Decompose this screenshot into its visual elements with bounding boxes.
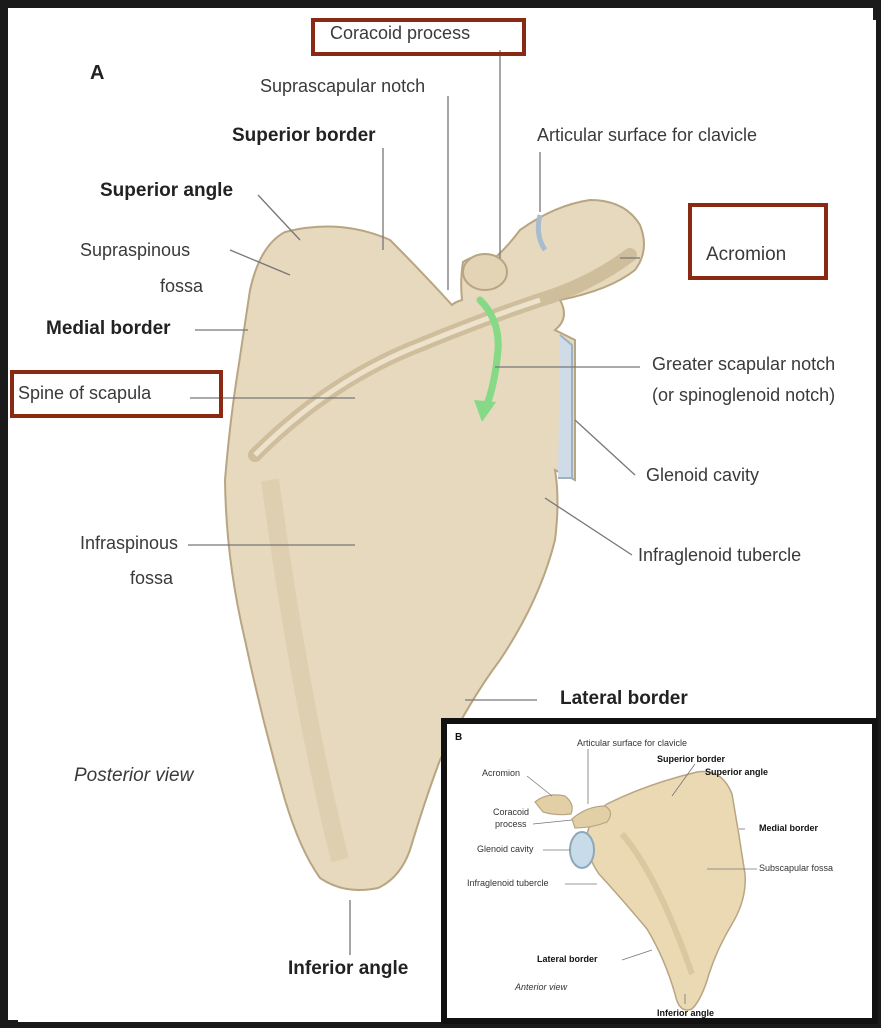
b-label-medial-border: Medial border bbox=[759, 823, 818, 833]
b-label-inferior-angle: Inferior angle bbox=[657, 1008, 714, 1018]
b-label-articular-surface: Articular surface for clavicle bbox=[577, 738, 687, 748]
highlight-box-spine bbox=[10, 370, 223, 418]
b-label-coracoid-1: Coracoid bbox=[493, 807, 529, 817]
label-infraspinous-1: Infraspinous bbox=[80, 533, 178, 554]
label-articular-surface: Articular surface for clavicle bbox=[537, 125, 757, 146]
label-inferior-angle: Inferior angle bbox=[288, 958, 408, 980]
panel-b-letter: B bbox=[455, 732, 462, 743]
b-label-glenoid-cavity: Glenoid cavity bbox=[477, 844, 534, 854]
label-posterior-view: Posterior view bbox=[74, 765, 193, 787]
glenoid-cavity-edge bbox=[558, 335, 572, 478]
label-superior-border: Superior border bbox=[232, 125, 376, 147]
label-lateral-border: Lateral border bbox=[560, 688, 688, 710]
b-label-superior-angle: Superior angle bbox=[705, 767, 768, 777]
label-medial-border: Medial border bbox=[46, 318, 171, 340]
highlight-box-coracoid bbox=[311, 18, 526, 56]
b-label-superior-border: Superior border bbox=[657, 754, 725, 764]
label-infraglenoid-tubercle: Infraglenoid tubercle bbox=[638, 545, 801, 566]
b-label-subscapular-fossa: Subscapular fossa bbox=[759, 863, 833, 873]
label-supraspinous-2: fossa bbox=[160, 276, 203, 297]
label-superior-angle: Superior angle bbox=[100, 180, 233, 202]
b-label-anterior-view: Anterior view bbox=[515, 982, 567, 992]
panel-a-letter: A bbox=[90, 62, 104, 85]
b-label-lateral-border: Lateral border bbox=[537, 954, 598, 964]
label-greater-notch-2: (or spinoglenoid notch) bbox=[652, 385, 835, 406]
coracoid-illustration bbox=[463, 254, 507, 290]
b-label-coracoid-2: process bbox=[495, 819, 527, 829]
b-label-infraglenoid-tubercle: Infraglenoid tubercle bbox=[467, 878, 549, 888]
label-greater-notch-1: Greater scapular notch bbox=[652, 354, 835, 375]
inset-anterior-view: B Articular surface for clavicle Superio… bbox=[441, 718, 878, 1024]
b-label-acromion: Acromion bbox=[482, 768, 520, 778]
highlight-box-acromion bbox=[688, 203, 828, 280]
label-supraspinous-1: Supraspinous bbox=[80, 240, 190, 261]
label-glenoid-cavity: Glenoid cavity bbox=[646, 465, 759, 486]
label-infraspinous-2: fossa bbox=[130, 568, 173, 589]
label-suprascapular-notch: Suprascapular notch bbox=[260, 76, 425, 97]
